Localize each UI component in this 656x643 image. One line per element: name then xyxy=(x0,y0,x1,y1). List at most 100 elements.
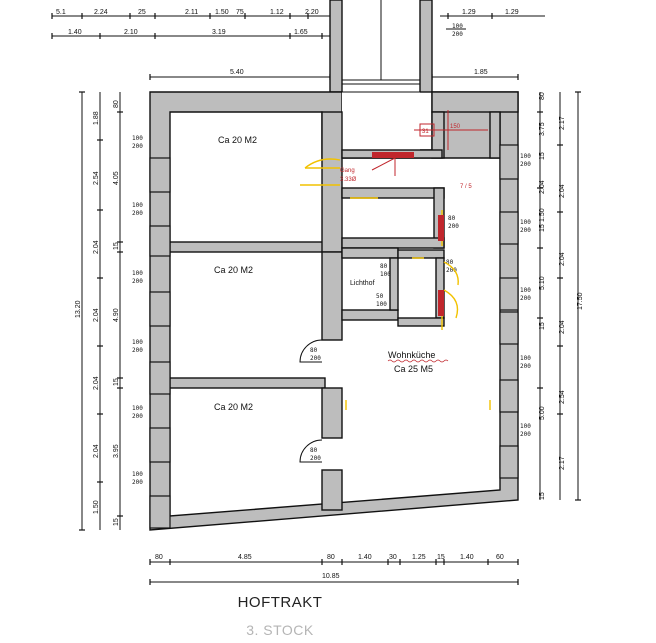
dim-left-inner-6: 3.95 xyxy=(113,444,120,458)
top-dimensions: 5.1 2.24 25 2.11 1.50 75 1.12 2.20 1.29 … xyxy=(51,9,545,80)
window-left-3-w: 100 xyxy=(132,270,143,277)
door-2-h: 200 xyxy=(310,455,321,462)
dim-top-10: 1.29 xyxy=(505,9,519,16)
dim-top-4: 2.11 xyxy=(185,9,198,16)
door-2-w: 80 xyxy=(310,447,318,454)
dim-right-inner-4: 2.04 xyxy=(539,180,546,194)
lichthof-win-1-w: 80 xyxy=(380,263,388,270)
windows-right xyxy=(499,144,519,479)
dim-left-inner-4: 4.90 xyxy=(113,308,120,322)
dim-right-inner-6: 1.50 xyxy=(539,208,546,222)
dim-right-inner-3: 15 xyxy=(539,152,546,160)
dim-right-inner-8: 15 xyxy=(539,322,546,330)
dim-top-7: 1.12 xyxy=(270,9,284,16)
dim-top-row3-1: 5.40 xyxy=(230,69,244,76)
lichthof-win-2-w: 50 xyxy=(376,293,384,300)
top-window-label-a: 100 xyxy=(452,23,463,30)
dim-right-inner-5: 15 xyxy=(539,224,546,232)
dim-top-2: 2.24 xyxy=(94,9,108,16)
room-2-label: Ca 20 M2 xyxy=(214,265,253,275)
lichthof-win-1-h: 100 xyxy=(380,271,391,278)
dim-top-3: 25 xyxy=(138,9,146,16)
dim-right-mid-3: 2.04 xyxy=(559,252,566,266)
window-right-2-h: 200 xyxy=(520,227,531,234)
dim-right-total: 17.50 xyxy=(577,292,584,310)
annotations-red: 31 150 7 / 5 Gang 3.33Ø xyxy=(340,110,488,316)
dim-left-outer-1: 1.88 xyxy=(93,111,100,125)
dim-left-outer-7: 1.50 xyxy=(93,500,100,514)
walls xyxy=(149,91,519,531)
dim-right-mid-4: 2.04 xyxy=(559,320,566,334)
dim-left-outer-2: 2.54 xyxy=(93,171,100,185)
dim-bottom-5: 30 xyxy=(389,554,397,561)
dim-bottom-total: 10.85 xyxy=(322,573,340,580)
door-4-h: 200 xyxy=(446,267,457,274)
door-4-w: 80 xyxy=(446,259,454,266)
window-right-2-w: 100 xyxy=(520,219,531,226)
window-left-1-h: 200 xyxy=(132,143,143,150)
dim-bottom-3: 80 xyxy=(327,554,335,561)
plan-title: HOFTRAKT xyxy=(237,594,323,611)
window-left-2-w: 100 xyxy=(132,202,143,209)
dim-top-row2-3: 3.19 xyxy=(212,29,226,36)
doors: 80 200 80 200 80 200 80 200 80 100 50 10… xyxy=(299,215,459,463)
dim-top-6: 75 xyxy=(236,9,244,16)
dim-bottom-9: 60 xyxy=(496,554,504,561)
dim-left-inner-1: 80 xyxy=(113,100,120,108)
dim-right-mid-5: 2.54 xyxy=(559,390,566,404)
dim-left-outer-4: 2.04 xyxy=(93,308,100,322)
window-right-3-h: 200 xyxy=(520,295,531,302)
bottom-dimensions: 80 4.85 80 1.40 30 1.25 15 1.40 60 10.85 xyxy=(149,554,519,585)
dim-right-mid-1: 2.17 xyxy=(559,116,566,130)
lichthof-win-2-h: 100 xyxy=(376,301,387,308)
room-labels: Ca 20 M2 Ca 20 M2 Ca 20 M2 Wohnküche Ca … xyxy=(214,135,449,412)
top-window-label-b: 200 xyxy=(452,31,463,38)
dim-left-inner-3: 15 xyxy=(113,242,120,250)
dim-left-total: 13.20 xyxy=(75,300,82,318)
dim-top-row2-2: 2.10 xyxy=(124,29,138,36)
window-left-5-h: 200 xyxy=(132,413,143,420)
kitchen-name: Wohnküche xyxy=(388,350,435,360)
plan-subtitle: 3. STOCK xyxy=(246,622,314,638)
right-dimensions: 80 3.75 15 2.04 15 1.50 5.10 15 5.00 15 … xyxy=(537,91,584,501)
dim-bottom-7: 15 xyxy=(437,554,445,561)
dim-top-row2-4: 1.65 xyxy=(294,29,308,36)
dim-left-outer-3: 2.04 xyxy=(93,240,100,254)
dim-left-outer-5: 2.04 xyxy=(93,376,100,390)
dim-right-mid-6: 2.17 xyxy=(559,456,566,470)
window-left-4-w: 100 xyxy=(132,339,143,346)
dim-top-row3-2: 1.85 xyxy=(474,69,488,76)
dim-right-inner-2: 3.75 xyxy=(539,122,546,136)
dim-left-inner-2: 4.05 xyxy=(113,171,120,185)
gang-area: 3.33Ø xyxy=(340,177,357,183)
door-3-w: 80 xyxy=(448,215,456,222)
dim-bottom-6: 1.25 xyxy=(412,554,426,561)
dim-top-9: 1.29 xyxy=(462,9,476,16)
window-right-3-w: 100 xyxy=(520,287,531,294)
dim-left-inner-7: 15 xyxy=(113,518,120,526)
window-right-1-w: 100 xyxy=(520,153,531,160)
window-left-1-w: 100 xyxy=(132,135,143,142)
dim-bottom-1: 80 xyxy=(155,554,163,561)
windows-left xyxy=(149,157,171,529)
window-labels-left: 100 200 100 200 100 200 100 200 100 200 … xyxy=(132,135,143,486)
window-left-6-h: 200 xyxy=(132,479,143,486)
window-left-2-h: 200 xyxy=(132,210,143,217)
door-1-w: 80 xyxy=(310,347,318,354)
red-label-3: 7 / 5 xyxy=(460,184,472,190)
left-dimensions: 13.20 1.88 2.54 2.04 2.04 2.04 2.04 1.50… xyxy=(75,91,123,531)
dim-bottom-4: 1.40 xyxy=(358,554,372,561)
window-right-5-h: 200 xyxy=(520,431,531,438)
gang-label: Gang xyxy=(340,168,355,174)
dim-right-mid-2: 2.04 xyxy=(559,184,566,198)
dim-right-inner-10: 15 xyxy=(539,492,546,500)
dim-left-inner-5: 15 xyxy=(113,378,120,386)
dim-top-5: 1.50 xyxy=(215,9,229,16)
window-left-5-w: 100 xyxy=(132,405,143,412)
dim-top-row2-1: 1.40 xyxy=(68,29,82,36)
dim-right-inner-7: 5.10 xyxy=(539,276,546,290)
door-3-h: 200 xyxy=(448,223,459,230)
door-1-h: 200 xyxy=(310,355,321,362)
window-left-4-h: 200 xyxy=(132,347,143,354)
